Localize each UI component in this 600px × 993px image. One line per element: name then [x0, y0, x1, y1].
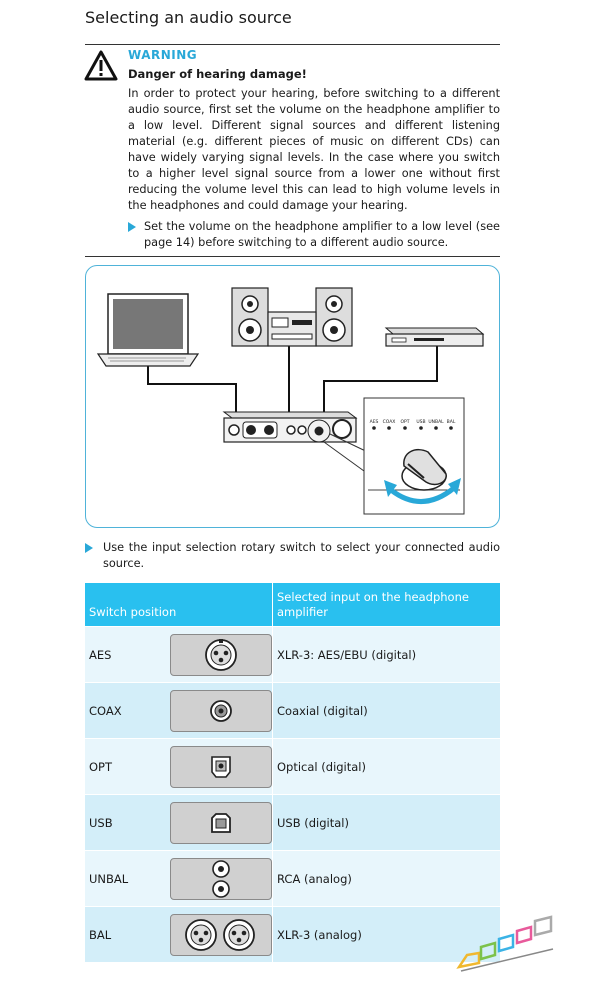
warning-rule	[85, 256, 500, 257]
page-title: Selecting an audio source	[85, 8, 292, 27]
xlr-pair-icon	[170, 913, 272, 956]
rotary-knob-icon	[401, 448, 447, 491]
switch-position-cell: UNBAL	[85, 850, 167, 906]
table-row: UNBAL RCA (analog)	[85, 850, 500, 906]
watermark-logo	[456, 915, 554, 972]
selected-input-cell: Optical (digital)	[272, 738, 500, 794]
cd-player-icon	[384, 327, 485, 347]
table-row: OPT Optical (digital)	[85, 738, 500, 794]
header-selected-input: Selected input on the headphone amplifie…	[272, 583, 500, 626]
switch-position-cell: BAL	[85, 906, 167, 962]
switch-label-opt: OPT	[400, 419, 409, 425]
selected-input-cell: XLR-3 (analog)	[272, 906, 500, 962]
switch-label-coax: COAX	[383, 419, 396, 425]
selected-input-cell: XLR-3: AES/EBU (digital)	[272, 626, 500, 682]
switch-label-usb: USB	[416, 419, 425, 425]
selected-input-cell: Coaxial (digital)	[272, 682, 500, 738]
switch-label-unbal: UNBAL	[428, 419, 444, 425]
header-switch-position: Switch position	[85, 583, 272, 626]
coax-connector-icon	[170, 689, 272, 732]
usb-b-connector-icon	[170, 801, 272, 844]
switch-position-cell: USB	[85, 794, 167, 850]
bullet-arrow-icon	[128, 222, 136, 232]
table-row: BAL XLR-3 (analog)	[85, 906, 500, 962]
switch-position-table: Switch position Selected input on the he…	[85, 583, 500, 962]
rotate-arrow-icon	[384, 478, 461, 504]
switch-position-cell: COAX	[85, 682, 167, 738]
warning-body: In order to protect your hearing, before…	[128, 87, 500, 212]
connection-diagram: AES COAX OPT USB UNBAL BAL	[96, 287, 485, 515]
stereo-system-icon	[231, 287, 353, 347]
laptop-icon	[96, 293, 200, 367]
connection-figure: AES COAX OPT USB UNBAL BAL	[85, 265, 500, 528]
table-row: USB USB (digital)	[85, 794, 500, 850]
bullet-arrow-icon	[85, 543, 93, 553]
select-source-instruction-text: Use the input selection rotary switch to…	[103, 541, 500, 570]
warning-instruction-text: Set the volume on the headphone amplifie…	[144, 220, 500, 249]
warning-label: WARNING	[128, 48, 198, 62]
switch-label-aes: AES	[370, 419, 379, 425]
table-row: COAX Coaxial (digital)	[85, 682, 500, 738]
warning-instruction: Set the volume on the headphone amplifie…	[128, 219, 500, 251]
switch-position-cell: AES	[85, 626, 167, 682]
selected-input-cell: USB (digital)	[272, 794, 500, 850]
optical-connector-icon	[170, 745, 272, 788]
xlr-connector-icon	[170, 633, 272, 676]
rca-connectors-icon	[170, 857, 272, 900]
table-row: AES XLR-3: AES/EBU (digital)	[85, 626, 500, 682]
headphone-amplifier-icon	[222, 411, 358, 443]
switch-position-cell: OPT	[85, 738, 167, 794]
switch-label-bal: BAL	[447, 419, 456, 425]
warning-subtitle: Danger of hearing damage!	[128, 67, 307, 81]
warning-triangle-icon	[84, 50, 118, 81]
select-source-instruction: Use the input selection rotary switch to…	[85, 540, 500, 572]
selected-input-cell: RCA (analog)	[272, 850, 500, 906]
title-rule	[85, 44, 500, 45]
